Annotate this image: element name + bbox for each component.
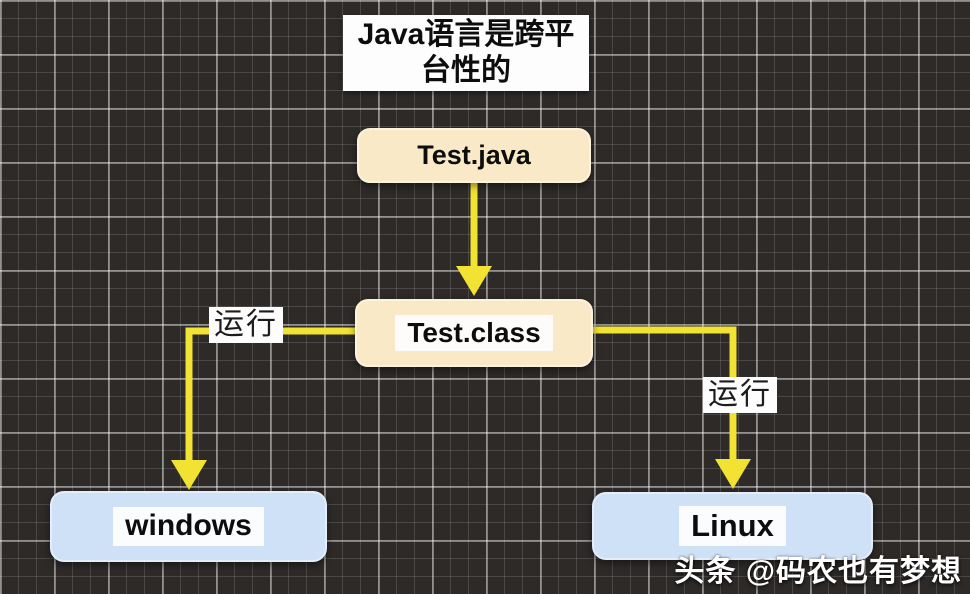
node-windows: windows bbox=[50, 491, 327, 562]
diagram-title-line-2: 台性的 bbox=[421, 54, 511, 87]
edge-label-run-windows: 运行 bbox=[209, 307, 283, 343]
diagram-title: Java语言是跨平 台性的 bbox=[343, 15, 589, 91]
diagram-title-line-1: Java语言是跨平 bbox=[357, 18, 575, 51]
edge-class-to-linux bbox=[593, 326, 737, 461]
node-linux-label: Linux bbox=[679, 506, 786, 546]
node-linux: Linux bbox=[592, 492, 873, 560]
edge-label-run-linux: 运行 bbox=[703, 377, 777, 413]
node-test-java: Test.java bbox=[357, 128, 591, 183]
arrowhead-class-to-windows bbox=[171, 460, 207, 490]
node-windows-label: windows bbox=[113, 507, 264, 546]
arrowhead-class-to-linux bbox=[715, 459, 751, 489]
watermark: 头条 @码农也有梦想 bbox=[674, 555, 962, 588]
node-test-class: Test.class bbox=[355, 299, 593, 367]
node-test-class-label: Test.class bbox=[395, 314, 553, 352]
edge-class-to-windows bbox=[185, 327, 355, 462]
arrowhead-java-to-class bbox=[456, 266, 492, 296]
node-test-java-label: Test.java bbox=[417, 140, 531, 170]
